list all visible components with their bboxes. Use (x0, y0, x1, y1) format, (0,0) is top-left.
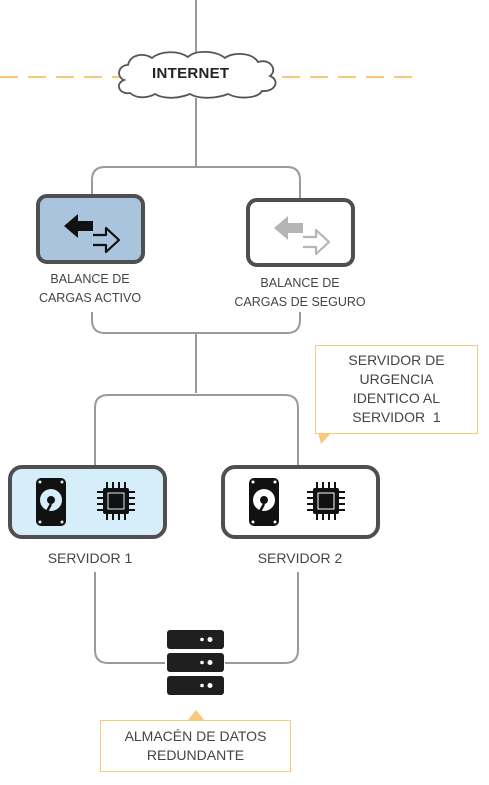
callout-server-emergency: SERVIDOR DE URGENCIA IDENTICO AL SERVIDO… (315, 345, 478, 434)
hard-drive-icon (36, 478, 66, 526)
callout-server-line4: SERVIDOR 1 (352, 409, 441, 425)
callout-server-line1: SERVIDOR DE (348, 352, 445, 368)
bidirectional-arrows-icon (64, 214, 121, 254)
callout-server-line2: URGENCIA (359, 371, 434, 387)
callout-server-pointer (318, 432, 332, 444)
callout-storage-line2: REDUNDANTE (146, 747, 245, 763)
server-1-label: SERVIDOR 1 (47, 550, 133, 566)
bidirectional-arrows-icon (274, 216, 331, 256)
internet-label: INTERNET (152, 65, 230, 82)
load-balancer-standby (246, 198, 355, 267)
internet-cloud-icon (117, 50, 277, 99)
callout-storage-redundant: ALMACÉN DE DATOS REDUNDANTE (100, 720, 291, 772)
server-2-label: SERVIDOR 2 (257, 550, 343, 566)
storage-stack-icon (167, 630, 224, 695)
load-balancer-active (36, 194, 145, 264)
server-1-box (8, 465, 167, 539)
callout-server-line3: IDENTICO AL (352, 390, 441, 406)
lb-active-label-line2: CARGAS ACTIVO (38, 291, 142, 305)
lb-active-label-line1: BALANCE DE (50, 272, 130, 286)
server-2-box (221, 465, 380, 539)
cpu-chip-icon (97, 482, 135, 520)
callout-storage-pointer (188, 710, 204, 720)
callout-storage-line1: ALMACÉN DE DATOS (124, 728, 267, 744)
lb-active-label: BALANCE DE CARGAS ACTIVO (20, 270, 160, 308)
lb-standby-label-line2: CARGAS DE SEGURO (234, 295, 366, 309)
lb-standby-label: BALANCE DE CARGAS DE SEGURO (215, 274, 385, 312)
hard-drive-icon (249, 478, 279, 526)
connection-lines (91, 0, 301, 664)
lb-standby-label-line1: BALANCE DE (260, 276, 340, 290)
cpu-chip-icon (307, 482, 345, 520)
